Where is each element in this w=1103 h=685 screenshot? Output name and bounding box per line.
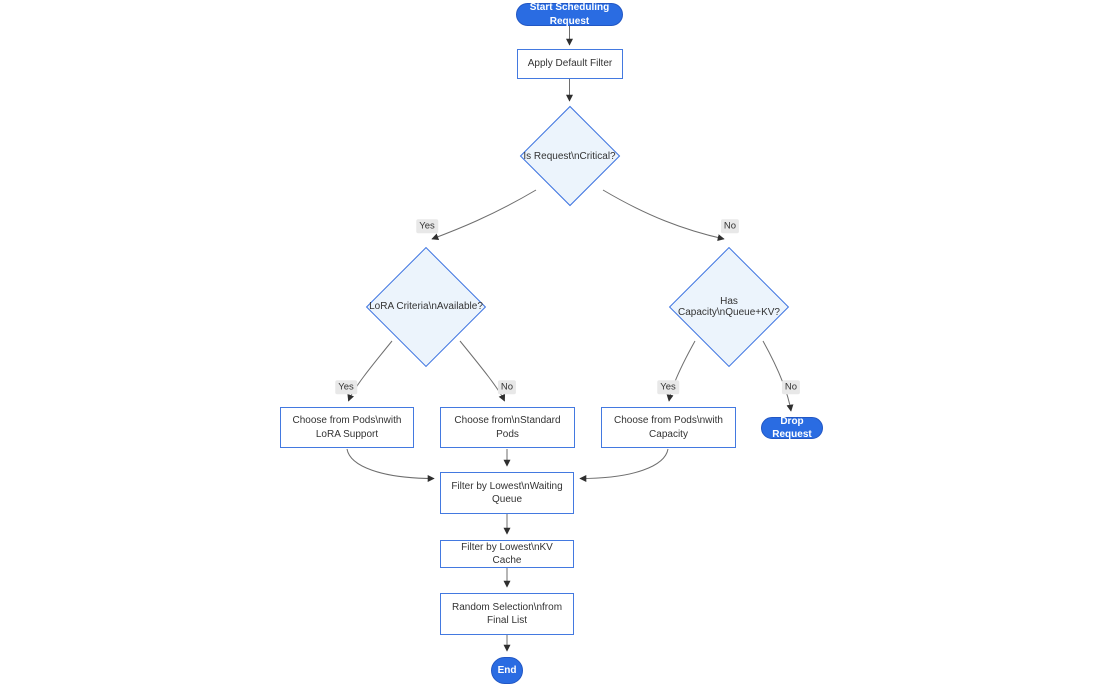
node-filter-lowest-waiting-queue: Filter by Lowest\nWaiting Queue [440, 472, 574, 514]
node-lora-criteria-available: LoRA Criteria\nAvailable? [365, 246, 487, 367]
edge-label-capacity-yes: Yes [657, 380, 679, 394]
node-choose-standard-pods: Choose from\nStandard Pods [440, 407, 575, 448]
node-has-capacity-queue-kv: Has Capacity\nQueue+KV? [668, 246, 790, 367]
node-is-request-critical: Is Request\nCritical? [519, 105, 620, 207]
edge-label-lora-no: No [497, 380, 517, 394]
decision-label: Has Capacity\nQueue+KV? [677, 295, 780, 318]
node-apply-default-filter: Apply Default Filter [517, 49, 623, 79]
edge-lorabox-filter [346, 448, 435, 482]
node-start: Start Scheduling Request [516, 2, 623, 27]
edge-label-lora-yes: Yes [335, 380, 357, 394]
node-choose-pods-capacity: Choose from Pods\nwith Capacity [601, 407, 736, 448]
edge-critical-no [602, 189, 725, 242]
node-choose-pods-lora: Choose from Pods\nwith LoRA Support [280, 407, 414, 448]
edge-label-critical-no: No [720, 219, 740, 233]
node-end: End [491, 657, 523, 684]
decision-label: Is Request\nCritical? [523, 150, 616, 162]
edge-label-critical-yes: Yes [416, 219, 438, 233]
node-filter-lowest-kv-cache: Filter by Lowest\nKV Cache [440, 540, 574, 568]
decision-label: LoRA Criteria\nAvailable? [369, 301, 483, 312]
edge-capbox-filter [579, 448, 669, 482]
edge-label-capacity-no: No [781, 380, 801, 394]
node-drop-request: Drop Request [761, 416, 823, 440]
node-random-selection: Random Selection\nfrom Final List [440, 593, 574, 635]
